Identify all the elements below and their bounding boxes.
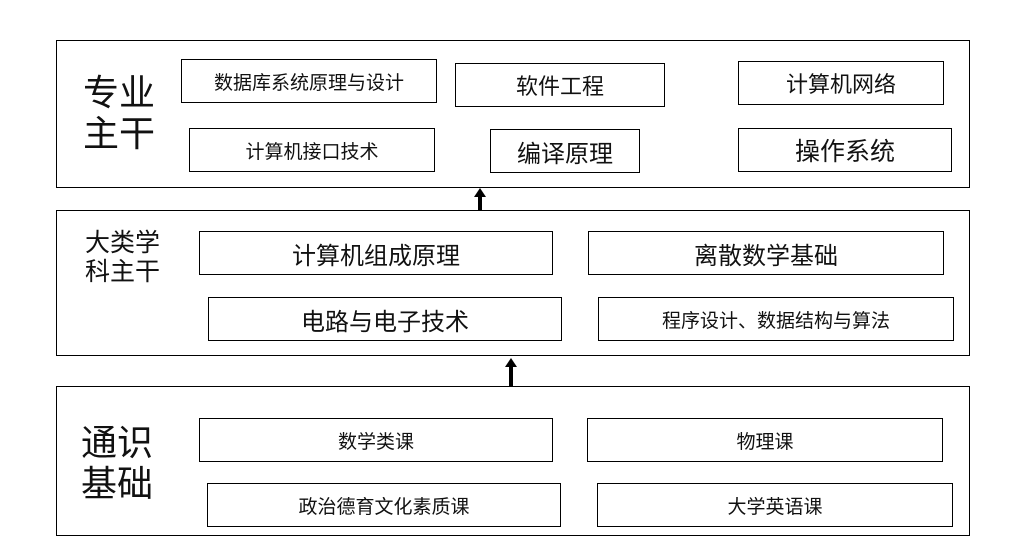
layer-discipline-title: 大类学 科主干 [85, 228, 161, 287]
course-box-database: 数据库系统原理与设计 [181, 59, 437, 103]
course-box-operating-system: 操作系统 [738, 128, 952, 172]
arrow-up-2-shaft [509, 366, 513, 386]
course-box-math: 数学类课 [199, 418, 553, 462]
layer-major-title-line2: 主干 [83, 114, 156, 156]
arrow-up-1 [474, 188, 486, 210]
layer-major-title: 专业 主干 [83, 73, 155, 156]
course-box-discrete-math: 离散数学基础 [588, 231, 944, 275]
layer-discipline-core: 大类学 科主干 计算机组成原理 离散数学基础 电路与电子技术 程序设计、数据结构… [56, 210, 970, 356]
course-box-programming-ds-algorithms: 程序设计、数据结构与算法 [598, 297, 954, 341]
course-box-computer-network: 计算机网络 [738, 61, 944, 105]
course-box-interface-tech: 计算机接口技术 [189, 128, 435, 172]
layer-general-title: 通识 基础 [81, 423, 153, 506]
layer-discipline-title-line1: 大类学 [85, 228, 161, 257]
course-box-computer-organization: 计算机组成原理 [199, 231, 553, 275]
course-box-college-english: 大学英语课 [597, 483, 953, 527]
course-box-software-engineering: 软件工程 [455, 63, 665, 107]
arrow-up-2-head [505, 358, 517, 367]
layer-discipline-title-line2: 科主干 [85, 256, 161, 286]
layer-general-foundation: 通识 基础 数学类课 物理课 政治德育文化素质课 大学英语课 [56, 386, 970, 536]
arrow-up-2 [505, 358, 517, 386]
arrow-up-1-shaft [478, 196, 482, 210]
course-box-circuits-electronics: 电路与电子技术 [208, 297, 562, 341]
course-box-physics: 物理课 [587, 418, 943, 462]
layer-major-core: 专业 主干 数据库系统原理与设计 软件工程 计算机网络 计算机接口技术 编译原理… [56, 40, 970, 188]
arrow-up-1-head [474, 188, 486, 197]
layer-general-title-line2: 基础 [81, 464, 154, 506]
layer-general-title-line1: 通识 [81, 423, 154, 464]
course-box-politics-culture: 政治德育文化素质课 [207, 483, 561, 527]
course-box-compiler: 编译原理 [490, 129, 640, 173]
layer-major-title-line1: 专业 [83, 73, 156, 114]
